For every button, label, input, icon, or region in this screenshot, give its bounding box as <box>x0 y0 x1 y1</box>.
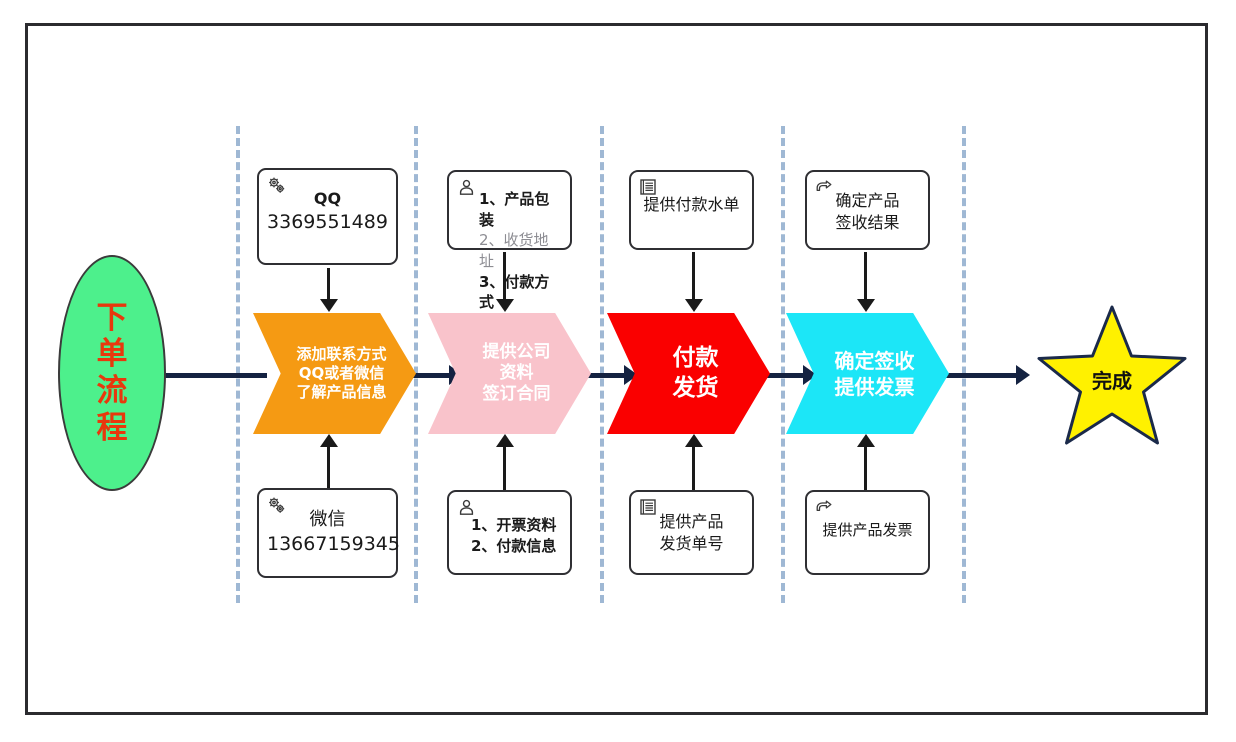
list-document-icon <box>639 178 659 198</box>
note-box-stage2-top[interactable]: 1、产品包装 2、收货地址 3、付款方式 <box>447 170 572 311</box>
note-line: 3369551489 <box>267 210 388 233</box>
note-box-stage1-top[interactable]: QQ 3369551489 <box>257 168 398 265</box>
varrow-head-down-4 <box>857 299 875 312</box>
chevron-line: 签订合同 <box>482 384 551 405</box>
chevron-line: 确定签收 <box>834 348 915 373</box>
diagram-frame <box>25 23 1208 715</box>
chevron-label-stage2: 提供公司 资料 签订合同 <box>469 342 551 406</box>
varrow-head-down-2 <box>496 299 514 312</box>
chevron-label-stage4: 确定签收 提供发票 <box>821 348 915 400</box>
note-list-stage2-top: 1、产品包装 2、收货地址 3、付款方式 <box>457 189 562 313</box>
note-list-stage2-bottom: 1、开票资料 2、付款信息 <box>457 515 562 556</box>
note-list-item: 3、付款方式 <box>479 272 550 312</box>
chevron-line: 发货 <box>672 374 719 401</box>
start-node[interactable]: 下 单 流 程 <box>58 255 166 491</box>
note-line: 提供付款水单 <box>643 195 740 214</box>
varrow-line-up-3 <box>692 447 695 492</box>
connector-stage4-to-end <box>933 373 1023 378</box>
note-box-stage4-top[interactable]: 确定产品 签收结果 <box>805 170 930 250</box>
varrow-head-up-3 <box>685 434 703 447</box>
start-char-2: 流 <box>96 373 128 409</box>
note-line: 确定产品 <box>835 191 900 210</box>
note-line: 13667159345 <box>267 533 400 556</box>
start-node-label: 下 单 流 程 <box>97 300 128 446</box>
chevron-line: 了解产品信息 <box>296 382 387 401</box>
chevron-line: 付款 <box>672 344 719 371</box>
start-char-1: 单 <box>96 336 128 373</box>
list-document-icon <box>639 498 659 518</box>
note-list-item: 2、付款信息 <box>471 536 557 555</box>
note-box-stage4-bottom[interactable]: 提供产品发票 <box>805 490 930 575</box>
chevron-line: QQ或者微信 <box>298 364 385 383</box>
start-char-3: 程 <box>96 409 128 446</box>
connector-stage3-to-stage4 <box>754 373 804 378</box>
end-node[interactable]: 完成 <box>1037 303 1187 447</box>
pointing-hand-icon <box>815 178 835 198</box>
person-icon <box>457 498 477 518</box>
varrow-head-up-4 <box>857 434 875 447</box>
note-text-stage1-bottom: 微信 13667159345 <box>267 508 400 558</box>
varrow-head-up-1 <box>320 434 338 447</box>
note-box-stage1-bottom[interactable]: 微信 13667159345 <box>257 488 400 578</box>
note-box-stage3-top[interactable]: 提供付款水单 <box>629 170 754 250</box>
note-line: 微信 <box>309 509 346 530</box>
varrow-line-down-3 <box>692 252 695 302</box>
chevron-line: 提供公司 <box>482 341 551 362</box>
note-text-stage3-top: 提供付款水单 <box>639 194 744 216</box>
varrow-line-down-1 <box>327 268 330 302</box>
lane-divider-2 <box>414 126 418 603</box>
varrow-line-up-4 <box>864 447 867 492</box>
pointing-hand-icon <box>815 498 835 518</box>
note-text-stage4-top: 确定产品 签收结果 <box>815 190 920 233</box>
chevron-label-stage3: 付款 发货 <box>659 344 719 404</box>
end-node-label: 完成 <box>1092 369 1132 393</box>
lane-divider-4 <box>781 126 785 603</box>
varrow-line-up-1 <box>327 447 330 492</box>
note-list-item: 2、收货地址 <box>479 231 549 271</box>
note-box-stage3-bottom[interactable]: 提供产品 发货单号 <box>629 490 754 575</box>
gears-icon <box>267 496 287 516</box>
varrow-head-down-1 <box>320 299 338 312</box>
varrow-line-down-4 <box>864 252 867 302</box>
note-line: 签收结果 <box>835 212 900 232</box>
connector-start-to-stage1 <box>163 373 267 378</box>
lane-divider-3 <box>600 126 604 603</box>
varrow-line-up-2 <box>503 447 506 492</box>
person-icon <box>457 178 477 198</box>
start-char-0: 下 <box>96 299 128 336</box>
note-line: 提供产品 <box>659 512 724 531</box>
varrow-line-down-2 <box>503 252 506 302</box>
chevron-line: 资料 <box>499 362 534 383</box>
note-text-stage3-bottom: 提供产品 发货单号 <box>639 511 744 554</box>
connector-stage2-to-stage3 <box>575 373 625 378</box>
connector-arrow-4 <box>1016 365 1030 385</box>
connector-stage1-to-stage2 <box>400 373 450 378</box>
note-text-stage1-top: QQ 3369551489 <box>267 188 388 235</box>
chevron-line: 添加联系方式 <box>296 345 387 364</box>
note-text-stage4-bottom: 提供产品发票 <box>815 520 920 540</box>
chevron-line: 提供发票 <box>834 374 915 399</box>
lane-divider-1 <box>236 126 240 603</box>
varrow-head-down-3 <box>685 299 703 312</box>
gears-icon <box>267 176 287 196</box>
lane-divider-5 <box>962 126 966 603</box>
star-shape <box>1037 305 1187 445</box>
note-box-stage2-bottom[interactable]: 1、开票资料 2、付款信息 <box>447 490 572 575</box>
note-line: 发货单号 <box>659 533 724 553</box>
note-list-item: 1、开票资料 <box>471 516 557 534</box>
note-line: 提供产品发票 <box>822 521 913 539</box>
note-line: QQ <box>313 189 342 208</box>
note-list-item: 1、产品包装 <box>479 190 550 229</box>
varrow-head-up-2 <box>496 434 514 447</box>
chevron-label-stage1: 添加联系方式 QQ或者微信 了解产品信息 <box>282 345 386 401</box>
